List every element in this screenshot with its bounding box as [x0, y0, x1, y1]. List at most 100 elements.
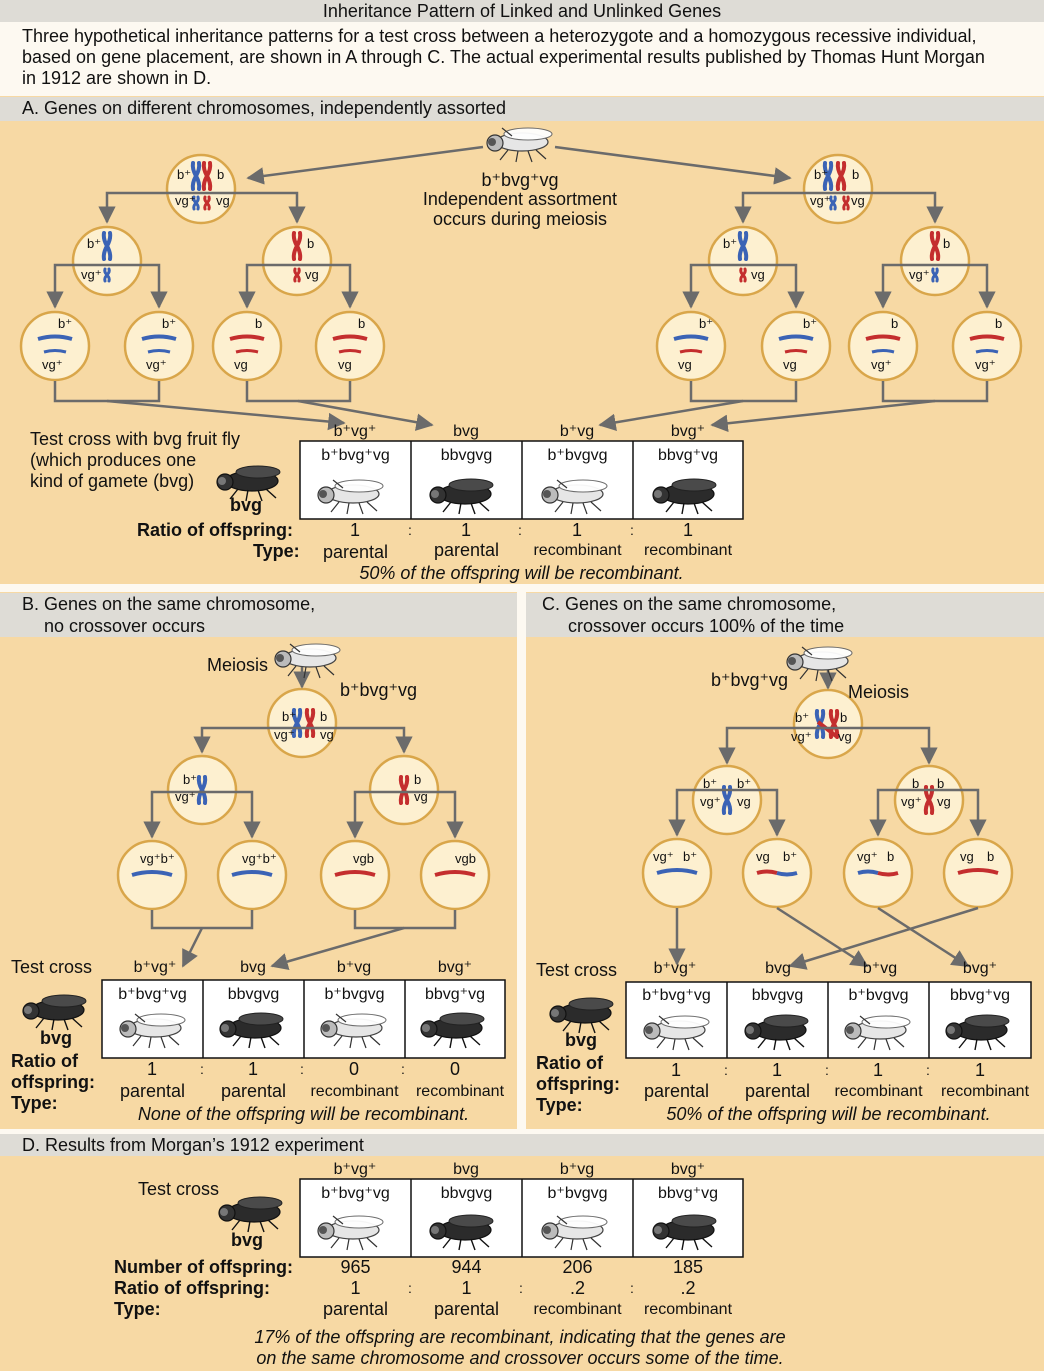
svg-text:b: b	[891, 316, 898, 331]
allele-marker-labels: b⁺bvg⁺vg b⁺bvg⁺vg b⁺vg⁺ bvg b⁺vg bvg⁺ b⁺…	[42, 167, 1002, 866]
intro-line-1: Three hypothetical inheritance patterns …	[22, 26, 977, 46]
panel-c-meiosis-label: Meiosis	[848, 682, 910, 702]
panel-b-parent-label: b⁺bvg⁺vg	[340, 680, 418, 700]
ratio-separator: :	[300, 1061, 304, 1077]
panel-a-testcross-3: kind of gamete (bvg)	[30, 471, 195, 491]
panel-b-type-2: parental	[220, 1081, 287, 1101]
parent-fly-c-icon	[786, 646, 853, 682]
chromosomes-panel-a	[37, 161, 1005, 354]
svg-text:vg⁺: vg⁺	[42, 357, 63, 372]
panel-c-gamete-3: b⁺vg	[862, 960, 898, 977]
panel-a-ratio-label: Ratio of offspring:	[137, 520, 293, 540]
ratio-separator: :	[724, 1062, 728, 1078]
panel-a-parent-label: b⁺bvg⁺vg	[481, 170, 559, 190]
svg-text:vg⁺: vg⁺	[909, 267, 930, 282]
svg-text:b⁺: b⁺	[282, 709, 296, 724]
panel-a-type-label: Type:	[253, 541, 300, 561]
panel-c-gamete-2: bvg	[765, 960, 791, 977]
ratio-separator: :	[401, 1061, 405, 1077]
panel-a-type-3: recombinant	[533, 542, 622, 559]
panel-b-ratio-label-1: Ratio of	[11, 1051, 78, 1071]
svg-text:vg⁺: vg⁺	[810, 193, 831, 208]
panel-d-number-1: 965	[340, 1257, 371, 1277]
svg-text:vg⁺: vg⁺	[146, 357, 167, 372]
panel-b-type-1: parental	[119, 1081, 186, 1101]
svg-text:vg⁺: vg⁺	[700, 794, 721, 809]
panel-a-type-4: recombinant	[643, 542, 733, 559]
panel-a-ratio-2: 1	[460, 520, 471, 540]
panel-a-genotype-2: bbvgvg	[440, 447, 493, 464]
panel-a-type-1: parental	[322, 542, 389, 562]
panel-c-type-1: parental	[643, 1081, 710, 1101]
panel-b-gamete-1: b⁺vg⁺	[133, 959, 177, 976]
svg-text:b: b	[943, 236, 950, 251]
panel-a-gamete-1: b⁺vg⁺	[333, 423, 377, 440]
panel-b-gamete-4: bvg⁺	[437, 959, 473, 976]
svg-text:vg: vg	[305, 267, 319, 282]
panel-b-testcross-label: Test cross	[11, 957, 93, 977]
panel-b-gamete-2: bvg	[240, 959, 266, 976]
panel-b-heading-1: B. Genes on the same chromosome,	[22, 594, 316, 614]
panel-d-type-2: parental	[433, 1299, 500, 1319]
panel-a-ratio-4: 1	[682, 520, 693, 540]
offspring-tables	[101, 440, 1032, 1258]
testcross-fly-d-icon	[218, 1196, 283, 1233]
panel-d-ratio-label: Ratio of offspring:	[114, 1278, 270, 1298]
panel-b-conclusion: None of the offspring will be recombinan…	[137, 1104, 470, 1124]
panel-a-heading: A. Genes on different chromosomes, indep…	[22, 98, 506, 118]
panel-c-gamete-4: bvg⁺	[962, 960, 998, 977]
panel-a-ratio-1: 1	[349, 520, 360, 540]
svg-text:b: b	[320, 709, 327, 724]
panel-d-gamete-1: b⁺vg⁺	[333, 1161, 377, 1178]
svg-text:b: b	[414, 772, 421, 787]
svg-text:vgb: vgb	[353, 851, 374, 866]
ratio-separator: :	[630, 522, 634, 538]
panel-d-number-4: 185	[672, 1257, 704, 1277]
svg-text:vg⁺b⁺: vg⁺b⁺	[140, 851, 175, 866]
svg-text:vg⁺: vg⁺	[653, 849, 674, 864]
panel-d-type-label: Type:	[114, 1299, 161, 1319]
panel-b-heading-2: no crossover occurs	[44, 616, 206, 636]
svg-text:vg: vg	[678, 357, 692, 372]
panel-b-ratio-1: 1	[146, 1059, 157, 1079]
panel-c-header: C. Genes on the same chromosome, crossov…	[526, 593, 1044, 637]
panel-d-header: D. Results from Morgan’s 1912 experiment	[0, 1134, 1044, 1156]
panel-a-header: A. Genes on different chromosomes, indep…	[0, 97, 1044, 121]
svg-text:vg: vg	[756, 849, 770, 864]
svg-text:b: b	[912, 776, 919, 791]
panel-c-conclusion: 50% of the offspring will be recombinant…	[666, 1104, 991, 1124]
intro-line-2: based on gene placement, are shown in A …	[22, 47, 985, 67]
svg-text:b⁺: b⁺	[162, 316, 176, 331]
svg-text:vg: vg	[851, 193, 865, 208]
svg-text:vg: vg	[216, 193, 230, 208]
ratio-separator: :	[926, 1062, 930, 1078]
svg-text:b⁺: b⁺	[814, 167, 828, 182]
panel-b-fly-label: bvg	[39, 1028, 72, 1048]
figure-title-bar: Inheritance Pattern of Linked and Unlink…	[0, 0, 1044, 22]
svg-text:b: b	[987, 849, 994, 864]
panel-a-genotype-3: b⁺bvgvg	[547, 447, 608, 464]
svg-text:b: b	[852, 167, 859, 182]
panel-d-ratio-4: .2	[680, 1278, 696, 1298]
svg-text:vg: vg	[783, 357, 797, 372]
panel-d-genotype-4: bbvg⁺vg	[657, 1185, 719, 1202]
panel-a-gamete-3: b⁺vg	[559, 423, 595, 440]
panel-d-type-4: recombinant	[643, 1301, 733, 1318]
panel-a-testcross-2: (which produces one	[30, 450, 197, 470]
svg-text:vg: vg	[338, 357, 352, 372]
panel-b-type-3: recombinant	[310, 1083, 399, 1100]
svg-text:b⁺: b⁺	[795, 710, 809, 725]
parent-fly-a-icon	[486, 127, 553, 163]
svg-text:vg⁺b⁺: vg⁺b⁺	[242, 851, 277, 866]
panel-c-ratio-label-2: offspring:	[536, 1074, 620, 1094]
panel-a-ratio-3: 1	[571, 520, 582, 540]
svg-text:vg: vg	[960, 849, 974, 864]
panel-a-note-1: Independent assortment	[422, 189, 618, 209]
svg-text:vg: vg	[320, 727, 334, 742]
panel-b-type-4: recombinant	[415, 1083, 505, 1100]
panel-d-ratio-3: .2	[569, 1278, 585, 1298]
panel-d-type-1: parental	[322, 1299, 389, 1319]
panel-c-genotype-3: b⁺bvgvg	[848, 987, 909, 1004]
panel-d-number-3: 206	[562, 1257, 593, 1277]
